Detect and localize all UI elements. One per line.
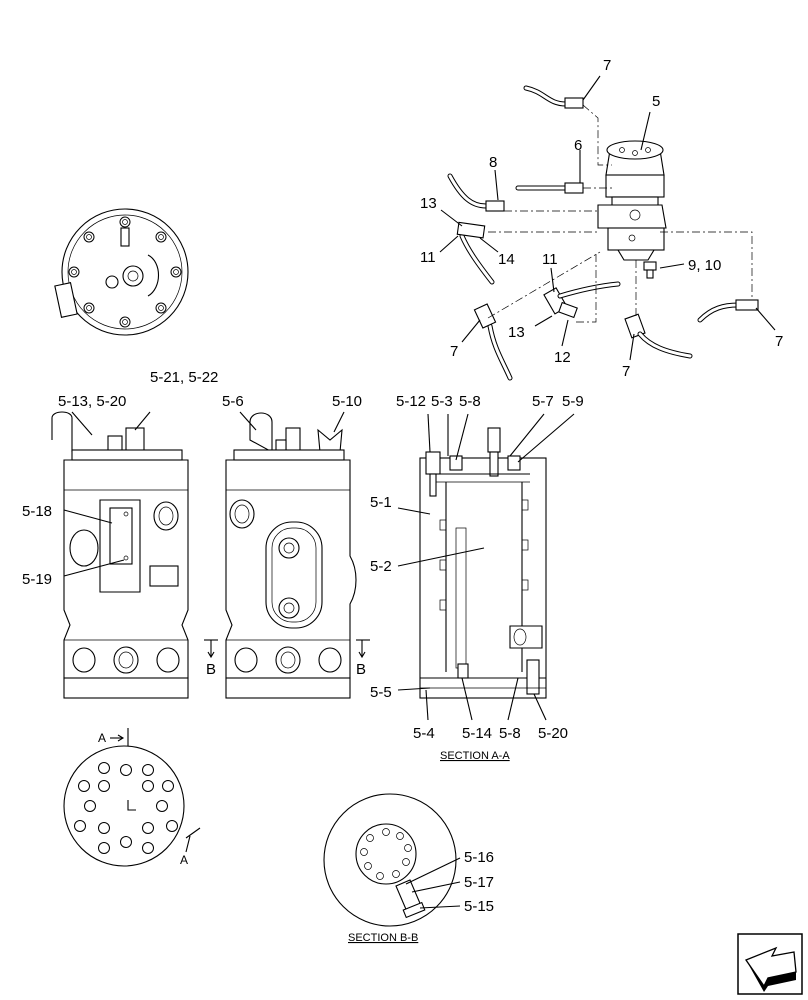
callout-7-right: 7 xyxy=(775,333,783,350)
bottom-view-circle xyxy=(63,728,201,867)
callout-5-8-top: 5-8 xyxy=(459,393,481,410)
section-b-b-title: SECTION B-B xyxy=(348,932,418,944)
callout-9-10: 9, 10 xyxy=(688,257,721,274)
callout-5-20: 5-20 xyxy=(538,725,568,742)
callout-12: 12 xyxy=(554,349,571,366)
callout-5-1: 5-1 xyxy=(370,494,392,511)
callout-5-9: 5-9 xyxy=(562,393,584,410)
callout-5-12: 5-12 xyxy=(396,393,426,410)
callout-5: 5 xyxy=(652,93,660,110)
swivel-joint-component xyxy=(597,140,667,261)
callout-5-18: 5-18 xyxy=(22,503,52,520)
callout-13-mid: 13 xyxy=(508,324,525,341)
callout-5-13-5-20: 5-13, 5-20 xyxy=(58,393,126,410)
callout-labels: 7 5 6 8 13 11 14 11 9, 10 13 12 7 7 7 5-… xyxy=(22,57,783,944)
callout-5-6: 5-6 xyxy=(222,393,244,410)
callout-8: 8 xyxy=(489,154,497,171)
section-marker-b-left: B xyxy=(206,661,216,678)
callout-5-14: 5-14 xyxy=(462,725,492,742)
callout-11-mid: 11 xyxy=(542,251,558,268)
exploded-assembly xyxy=(439,75,776,381)
section-a-a-title: SECTION A-A xyxy=(440,750,510,762)
callout-5-4: 5-4 xyxy=(413,725,435,742)
front-view-left xyxy=(51,411,189,699)
front-view-right xyxy=(204,411,370,699)
callout-5-15: 5-15 xyxy=(464,898,494,915)
callout-7-bottom: 7 xyxy=(622,363,630,380)
callout-5-2: 5-2 xyxy=(370,558,392,575)
section-marker-a-top: A xyxy=(98,731,106,745)
top-view-circle xyxy=(54,208,189,336)
callout-11-top: 11 xyxy=(420,249,436,266)
callout-5-17: 5-17 xyxy=(464,874,494,891)
callout-14: 14 xyxy=(498,251,515,268)
callout-5-7: 5-7 xyxy=(532,393,554,410)
callout-7-left: 7 xyxy=(450,343,458,360)
callout-5-16: 5-16 xyxy=(464,849,494,866)
callout-5-5: 5-5 xyxy=(370,684,392,701)
callout-7-top: 7 xyxy=(603,57,611,74)
callout-6: 6 xyxy=(574,137,582,154)
callout-5-19: 5-19 xyxy=(22,571,52,588)
section-b-b-drawing xyxy=(323,793,461,927)
callout-5-3: 5-3 xyxy=(431,393,453,410)
section-a-a-drawing xyxy=(397,413,575,721)
next-page-arrow-icon[interactable] xyxy=(737,933,803,995)
section-marker-b-right: B xyxy=(356,661,366,678)
callout-5-21-5-22: 5-21, 5-22 xyxy=(150,369,218,386)
callout-5-8-bottom: 5-8 xyxy=(499,725,521,742)
section-marker-a-bottom: A xyxy=(180,853,188,867)
callout-5-10: 5-10 xyxy=(332,393,362,410)
callout-13-top: 13 xyxy=(420,195,437,212)
